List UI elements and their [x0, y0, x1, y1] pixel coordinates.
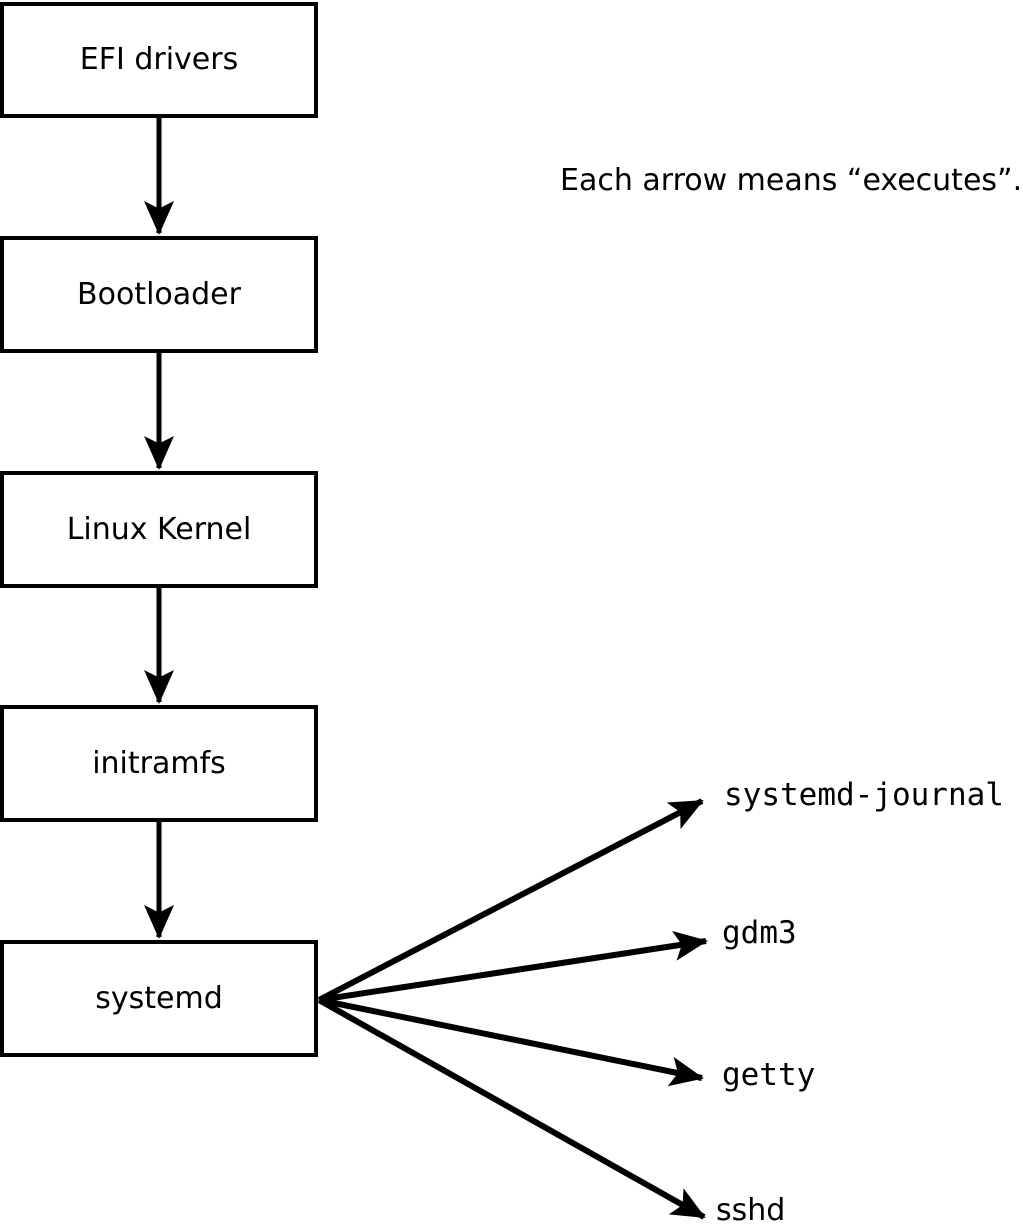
- node-efi-drivers: EFI drivers: [0, 2, 318, 118]
- node-efi-drivers-label: EFI drivers: [79, 42, 239, 77]
- arrow-systemd-to-getty: [318, 997, 704, 1087]
- node-bootloader: Bootloader: [0, 236, 318, 353]
- caption-arrow-meaning: Each arrow means “executes”.: [560, 163, 1023, 198]
- label-gdm3: gdm3: [722, 915, 797, 951]
- arrow-systemd-to-journal: [317, 798, 704, 1003]
- node-systemd: systemd: [0, 940, 318, 1057]
- node-systemd-label: systemd: [95, 980, 223, 1016]
- node-bootloader-label: Bootloader: [77, 276, 241, 312]
- node-initramfs-label: initramfs: [92, 745, 226, 781]
- arrow-systemd-to-gdm3: [318, 930, 708, 1003]
- node-initramfs: initramfs: [0, 705, 318, 822]
- label-getty: getty: [722, 1057, 816, 1093]
- label-sshd: sshd: [716, 1193, 786, 1228]
- node-linux-kernel-label: Linux Kernel: [66, 511, 252, 547]
- arrow-systemd-to-sshd: [317, 997, 706, 1220]
- label-systemd-journal: systemd-journal: [724, 777, 1004, 813]
- node-linux-kernel: Linux Kernel: [0, 471, 318, 588]
